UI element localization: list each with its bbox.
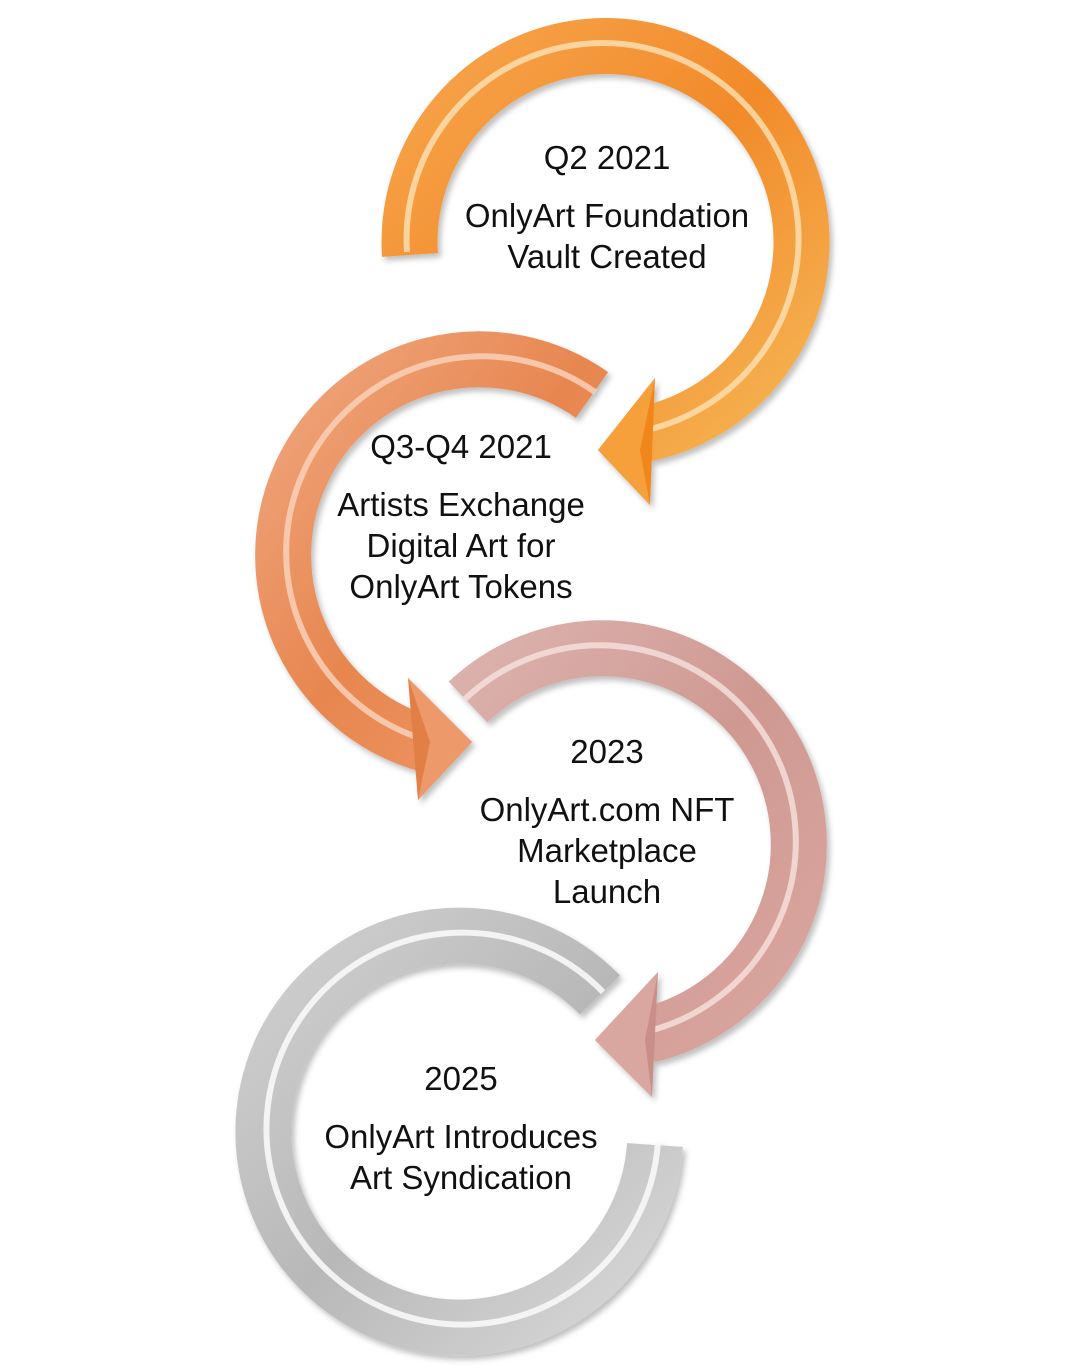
stage-3-label: 2023 OnlyArt.com NFT Marketplace Launch [480, 732, 735, 912]
stage-4-arrow [235, 907, 683, 1356]
stage-2-arrow [255, 331, 609, 800]
stage-4-desc-line-1: OnlyArt Introduces [324, 1118, 598, 1155]
stage-2-desc-line-2: Digital Art for [366, 527, 556, 564]
stage-1-date: Q2 2021 [543, 139, 671, 176]
stage-1-desc-line-2: Vault Created [507, 238, 707, 275]
stage-4-label: 2025 OnlyArt Introduces Art Syndication [324, 1059, 597, 1198]
stage-2-date: Q3-Q4 2021 [370, 428, 552, 465]
stage-3-desc-line-2: Marketplace [517, 832, 697, 869]
stage-3-arrow [448, 620, 827, 1097]
stage-3-desc-line-1: OnlyArt.com NFT [479, 791, 735, 828]
stage-2-label: Q3-Q4 2021 Artists Exchange Digital Art … [337, 427, 585, 607]
stage-4-date: 2025 [424, 1060, 498, 1097]
stage-2-desc-line-1: Artists Exchange [337, 486, 585, 523]
stage-1-arrow [381, 18, 830, 505]
stage-3-desc-line-3: Launch [552, 873, 662, 910]
stage-4-desc-line-2: Art Syndication [350, 1159, 572, 1196]
stage-3-date: 2023 [570, 733, 644, 770]
stage-1-desc-line-1: OnlyArt Foundation [464, 197, 750, 234]
stage-1-label: Q2 2021 OnlyArt Foundation Vault Created [465, 138, 749, 277]
stage-2-desc-line-3: OnlyArt Tokens [349, 568, 573, 605]
